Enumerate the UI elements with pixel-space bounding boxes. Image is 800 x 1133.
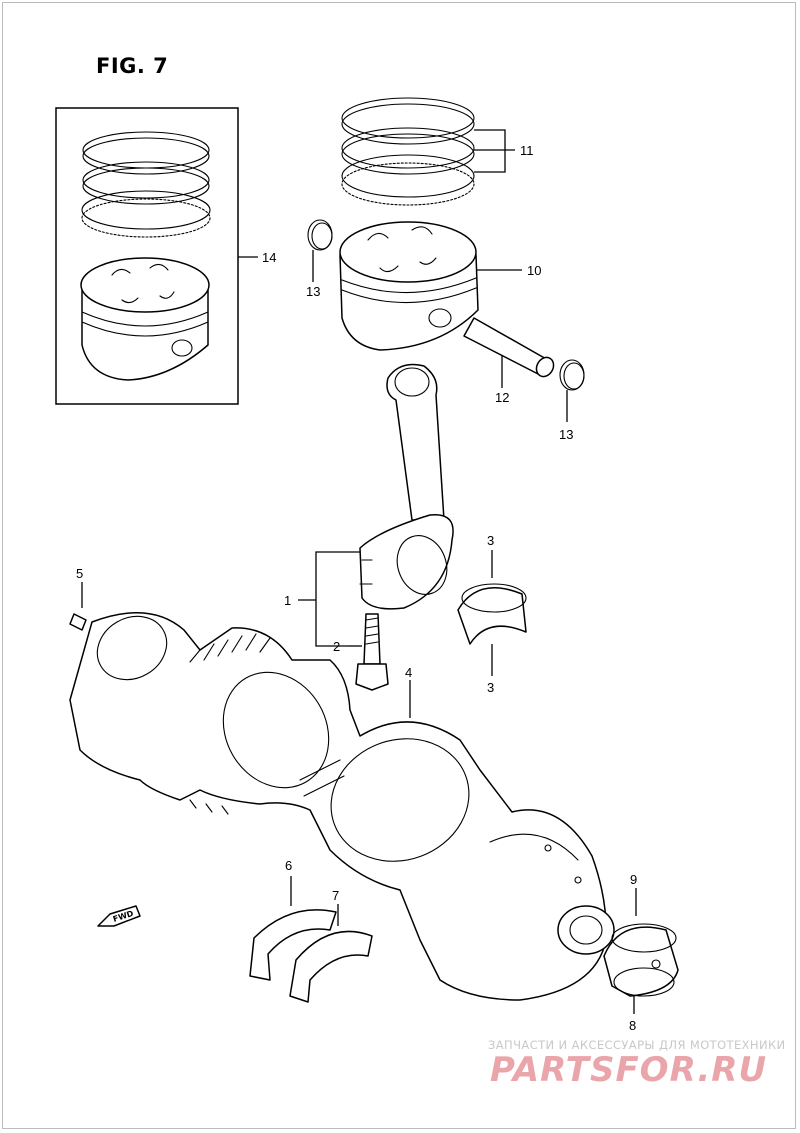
callout-4: 4 <box>405 665 412 680</box>
piston <box>339 221 479 351</box>
thrust-bearing-upper <box>249 909 337 981</box>
watermark-logo: PARTSFOR.RU <box>490 1050 768 1090</box>
callout-13-left: 13 <box>306 284 320 299</box>
callout-8: 8 <box>629 1018 636 1033</box>
con-rod-bearing <box>457 583 527 645</box>
callout-3-top: 3 <box>487 533 494 548</box>
callout-2: 2 <box>333 639 340 654</box>
piston-set-inset <box>55 107 239 405</box>
piston-rings <box>341 97 475 206</box>
thrust-bearing-lower <box>289 930 373 1003</box>
piston-pin-circlip-right <box>559 359 585 391</box>
forward-arrow-badge: FWD <box>97 905 141 927</box>
crankshaft-main-bearing <box>603 923 679 997</box>
crankshaft <box>69 611 615 1001</box>
callout-3-bottom: 3 <box>487 680 494 695</box>
watermark-subtitle: ЗАПЧАСТИ И АКСЕССУАРЫ ДЛЯ МОТОТЕХНИКИ <box>488 1038 786 1052</box>
piston-pin <box>463 317 555 378</box>
callout-12: 12 <box>495 390 509 405</box>
callout-6: 6 <box>285 858 292 873</box>
callout-14: 14 <box>262 250 276 265</box>
callout-10: 10 <box>527 263 541 278</box>
connecting-rod <box>359 363 454 610</box>
figure-title: FIG. 7 <box>96 54 169 78</box>
callout-11: 11 <box>520 143 534 158</box>
piston-pin-circlip-left <box>307 219 333 251</box>
dowel-pin <box>69 613 87 631</box>
con-rod-bolt <box>355 613 389 691</box>
callout-1: 1 <box>284 593 291 608</box>
callout-7: 7 <box>332 888 339 903</box>
callout-5: 5 <box>76 566 83 581</box>
callout-13-right: 13 <box>559 427 573 442</box>
callout-9: 9 <box>630 872 637 887</box>
